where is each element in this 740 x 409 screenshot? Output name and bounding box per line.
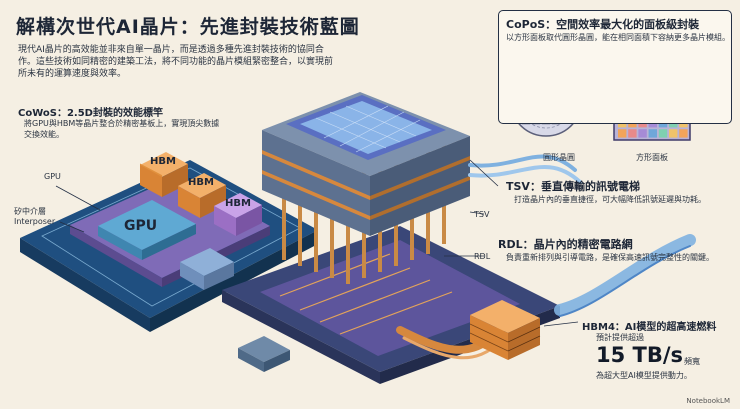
hbm4-stack — [469, 300, 541, 360]
hbm4-pre: 預計提供超過 — [596, 333, 644, 342]
page-title: 解構次世代AI晶片：先進封裝技術藍圖 — [16, 16, 360, 38]
cowos-title: CoWoS：2.5D封裝的效能標竿 — [18, 108, 163, 119]
rdl-title: RDL：晶片內的精密電路網 — [498, 238, 633, 251]
hbm-stack-2 — [178, 173, 226, 218]
watermark: NotebookLM — [686, 397, 730, 405]
gpu-chip — [98, 200, 196, 260]
panel-die — [618, 129, 627, 138]
hbm-stack-1 — [140, 152, 188, 197]
rdl-tag: RDL — [474, 252, 491, 261]
intro-text: 現代AI晶片的高效能並非來自單一晶片，而是透過多種先進封裝技術的協同合作。這些技… — [18, 45, 334, 79]
cowos-desc: 將GPU與HBM等晶片整合於精密基板上，實現頂尖數據交換效能。 — [24, 119, 220, 139]
leader-lines — [55, 159, 579, 327]
copos-desc: 以方形面板取代圓形晶圓，能在相同面積下容納更多晶片模組。 — [506, 33, 730, 42]
small-hbm-on-board — [180, 248, 234, 290]
copos-title: CoPoS：空間效率最大化的面板級封裝 — [506, 18, 700, 31]
hbm4-post: 為超大型AI模型提供動力。 — [596, 371, 692, 380]
hbm4-bandwidth-value: 15 TB/s — [596, 343, 684, 367]
panel-die — [679, 129, 688, 138]
tsv-tag: TSV — [474, 210, 490, 219]
hbm-label-3: HBM — [225, 198, 251, 209]
hbm-stack-3 — [214, 193, 262, 236]
gpu-tag: GPU — [44, 172, 61, 181]
tsv-desc: 打造晶片內的垂直捷徑，可大幅降低訊號延遲與功耗。 — [514, 195, 706, 204]
gpu-chip-label: GPU — [124, 218, 158, 234]
panel-die — [669, 129, 678, 138]
small-chip — [238, 336, 290, 372]
copos-panel — [498, 10, 732, 124]
panel-die — [648, 129, 657, 138]
hbm-label-2: HBM — [188, 177, 214, 188]
interposer-tag-en: Interposer — [14, 217, 56, 226]
hbm4-suffix: 頻寬 — [684, 357, 700, 366]
tsv-title: TSV：垂直傳輸的訊號電梯 — [506, 180, 640, 193]
square-panel-label: 方形面板 — [636, 153, 668, 162]
interposer-tag-zh: 矽中介層 — [14, 207, 46, 216]
central-stacked-package — [262, 92, 470, 236]
round-wafer-label: 圓形晶圓 — [543, 153, 575, 162]
hbm-label-1: HBM — [150, 156, 176, 167]
panel-die — [658, 129, 668, 138]
rdl-desc: 負責重新排列與引導電路，是確保高速訊號完整性的關鍵。 — [506, 253, 714, 262]
hbm4-title: HBM4：AI模型的超高速燃料 — [582, 322, 717, 333]
panel-die — [638, 129, 647, 138]
panel-die — [628, 129, 637, 138]
